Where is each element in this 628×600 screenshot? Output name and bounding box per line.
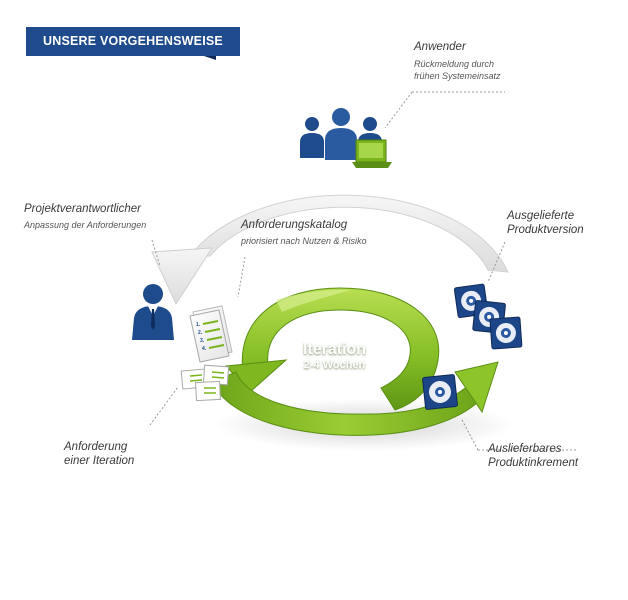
label-produktinkrement: Auslieferbares Produktinkrement — [488, 442, 578, 470]
label-anforderung-iteration: Anforderung einer Iteration — [64, 440, 134, 468]
anwender-sub1: Rückmeldung durch — [414, 59, 495, 69]
inkrement-line2: Produktinkrement — [488, 457, 579, 469]
ausgeliefert-line1: Ausgelieferte — [507, 210, 575, 222]
projekt-title: Projektverantwortlicher — [24, 203, 141, 215]
iteration-title: Iteration — [302, 341, 367, 358]
iteration-duration: 2-4 Wochen — [303, 359, 366, 371]
label-projektverantwortlicher: Projektverantwortlicher Anpassung der An… — [24, 202, 146, 231]
ausgeliefert-line2: Produktversion — [507, 224, 584, 236]
banner-title: UNSERE VORGEHENSWEISE — [43, 34, 223, 48]
projekt-sub: Anpassung der Anforderungen — [24, 220, 147, 230]
label-anwender: Anwender Rückmeldung durch frühen System… — [414, 40, 501, 82]
users-with-computer-icon — [300, 108, 392, 168]
label-ausgelieferte-produktversion: Ausgelieferte Produktversion — [507, 209, 584, 237]
document-list-icon: 1. 2. 3. 4. — [189, 305, 233, 363]
anwender-title: Anwender — [414, 41, 466, 53]
disc-icon — [422, 374, 458, 410]
anwender-sub2: frühen Systemeinsatz — [414, 71, 501, 81]
svg-text:2.: 2. — [198, 330, 203, 336]
inkrement-line1: Auslieferbares — [488, 443, 562, 455]
anforderung-line2: einer Iteration — [64, 455, 135, 467]
banner-shape — [26, 27, 240, 60]
katalog-title: Anforderungskatalog — [241, 219, 348, 231]
anforderung-line1: Anforderung — [64, 441, 128, 453]
iteration-label: Iteration 2-4 Wochen — [282, 341, 387, 372]
feedback-arrow — [151, 194, 509, 306]
label-anforderungskatalog: Anforderungskatalog priorisiert nach Nut… — [241, 218, 367, 247]
svg-text:4.: 4. — [202, 346, 207, 352]
katalog-sub: priorisiert nach Nutzen & Risiko — [241, 236, 367, 246]
svg-text:3.: 3. — [200, 338, 205, 344]
iteration-cycle — [211, 287, 499, 436]
index-cards-icon — [180, 364, 230, 402]
section-banner: UNSERE VORGEHENSWEISE — [26, 27, 240, 60]
disc-stack-icon — [453, 283, 523, 350]
businessman-icon — [132, 284, 174, 340]
svg-text:1.: 1. — [196, 322, 201, 328]
